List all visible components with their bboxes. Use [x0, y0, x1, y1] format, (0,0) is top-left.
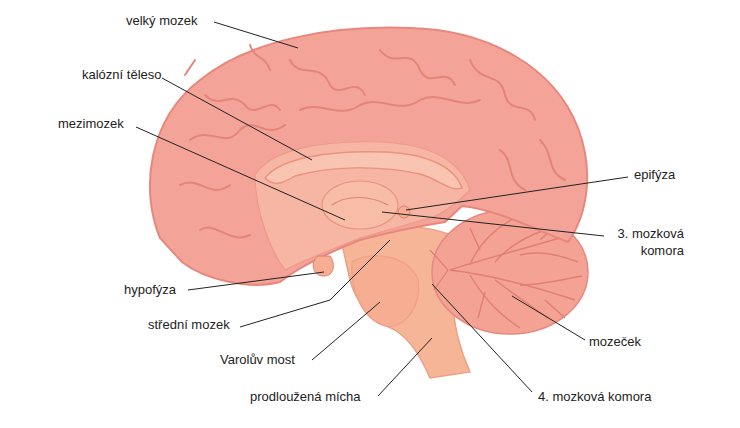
part-label: epifýza	[634, 166, 675, 183]
part-label: velký mozek	[126, 12, 198, 29]
part-label: mozeček	[589, 333, 641, 350]
gyri	[180, 45, 565, 237]
leader-lines	[136, 22, 628, 396]
part-label: 3. mozková komora	[606, 225, 684, 259]
cerebrum	[150, 28, 587, 285]
part-label: prodloužená mícha	[250, 388, 361, 405]
third-ventricle	[332, 198, 388, 206]
pons	[352, 256, 419, 327]
pineal-gland	[398, 206, 410, 218]
medial-surface	[255, 142, 470, 270]
part-label: Varolův most	[220, 351, 295, 368]
part-label: kalózní těleso	[82, 66, 162, 83]
part-label: střední mozek	[148, 316, 230, 333]
part-label: hypofýza	[124, 281, 176, 298]
fourth-ventricle	[430, 250, 448, 290]
thalamus	[322, 181, 398, 229]
part-label: 4. mozková komora	[538, 388, 651, 405]
part-label: mezimozek	[58, 115, 124, 132]
